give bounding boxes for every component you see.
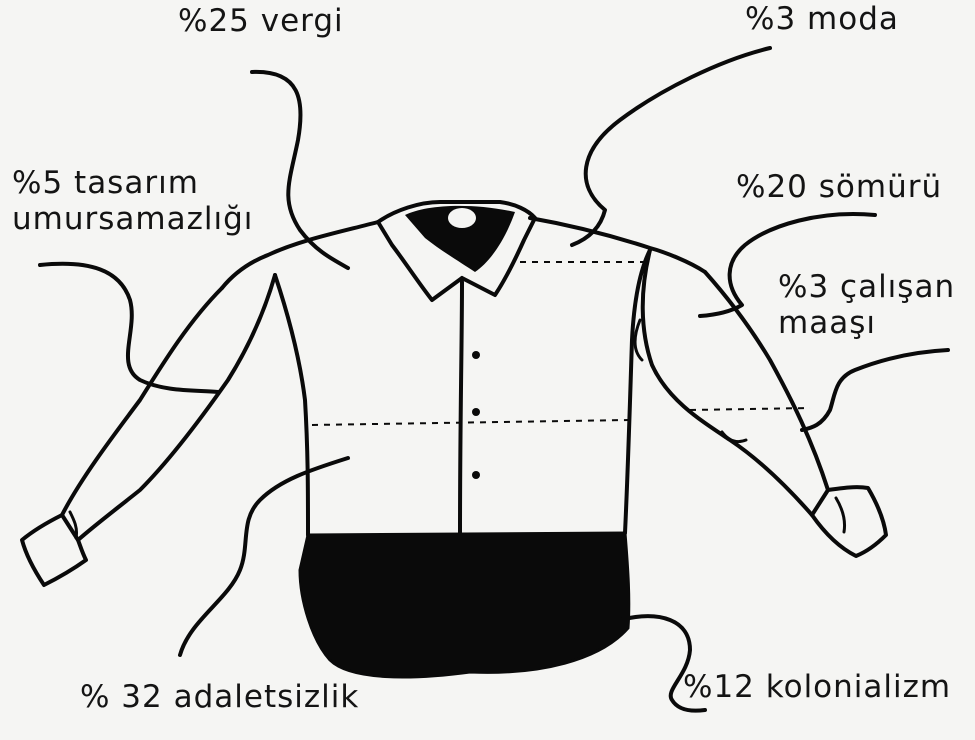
leader-tasarim (40, 264, 218, 392)
label-calisan-line2: maaşı (778, 306, 955, 342)
leader-calisan (802, 350, 948, 430)
label-moda: %3 moda (745, 2, 899, 38)
shirt-button-3 (472, 471, 480, 479)
right-cuff (812, 487, 886, 556)
sleeve-fold-marks (70, 320, 845, 538)
label-adaletsizlik: % 32 adaletsizlik (80, 680, 359, 716)
left-sleeve (62, 275, 275, 540)
divider-line-middle (312, 420, 628, 425)
divider-line-sleeve (690, 408, 810, 410)
label-calisan-maasi: %3 çalışan maaşı (778, 270, 955, 341)
label-tasarim-umursamazligi: %5 tasarım umursamazlığı (12, 166, 253, 237)
collar-label (448, 208, 476, 228)
leader-vergi (252, 72, 348, 268)
label-calisan-line1: %3 çalışan (778, 270, 955, 306)
label-somuru: %20 sömürü (736, 170, 942, 206)
label-vergi: %25 vergi (178, 4, 344, 40)
shirt-placket (460, 282, 462, 535)
label-tasarim-line2: umursamazlığı (12, 202, 253, 238)
shirt-button-2 (472, 408, 480, 416)
leader-moda (572, 48, 770, 245)
label-kolonializm: %12 kolonializm (683, 670, 951, 706)
shirt-button-1 (472, 351, 480, 359)
label-tasarim-line1: %5 tasarım (12, 166, 253, 202)
shirt-hem-filled-section (300, 533, 629, 677)
